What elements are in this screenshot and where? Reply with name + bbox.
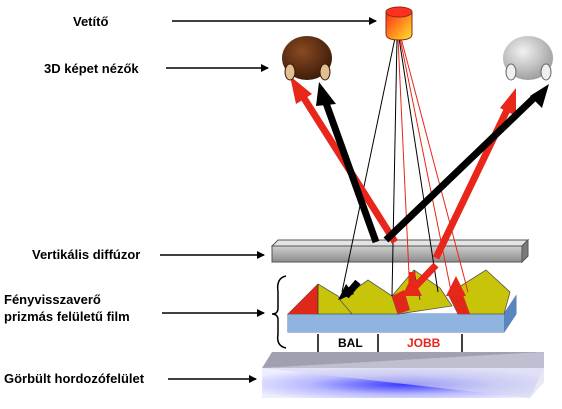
film-label-line1: Fényvisszaverő <box>4 292 101 307</box>
right-channel-tag: JOBB <box>407 336 441 350</box>
viewers-label: 3D képet nézők <box>44 61 139 76</box>
film-label-line2: prizmás felületű film <box>4 309 130 324</box>
channel-markers: BAL JOBB <box>317 334 463 352</box>
projector-icon <box>385 6 413 41</box>
left-channel-arrows <box>316 82 549 300</box>
viewer-left-head-icon <box>282 36 332 81</box>
prismatic-film <box>287 269 517 333</box>
viewer-right-head-icon <box>503 36 553 81</box>
film-bracket <box>271 275 287 349</box>
left-channel-tag: BAL <box>338 336 363 350</box>
projector-label: Vetítő <box>73 14 108 29</box>
substrate-label: Görbült hordozófelület <box>4 371 145 386</box>
vertical-diffuser <box>270 238 530 264</box>
diffuser-label: Vertikális diffúzor <box>32 247 140 262</box>
curved-substrate <box>262 352 544 398</box>
projector-rays <box>341 37 469 297</box>
right-channel-arrows <box>290 76 516 296</box>
